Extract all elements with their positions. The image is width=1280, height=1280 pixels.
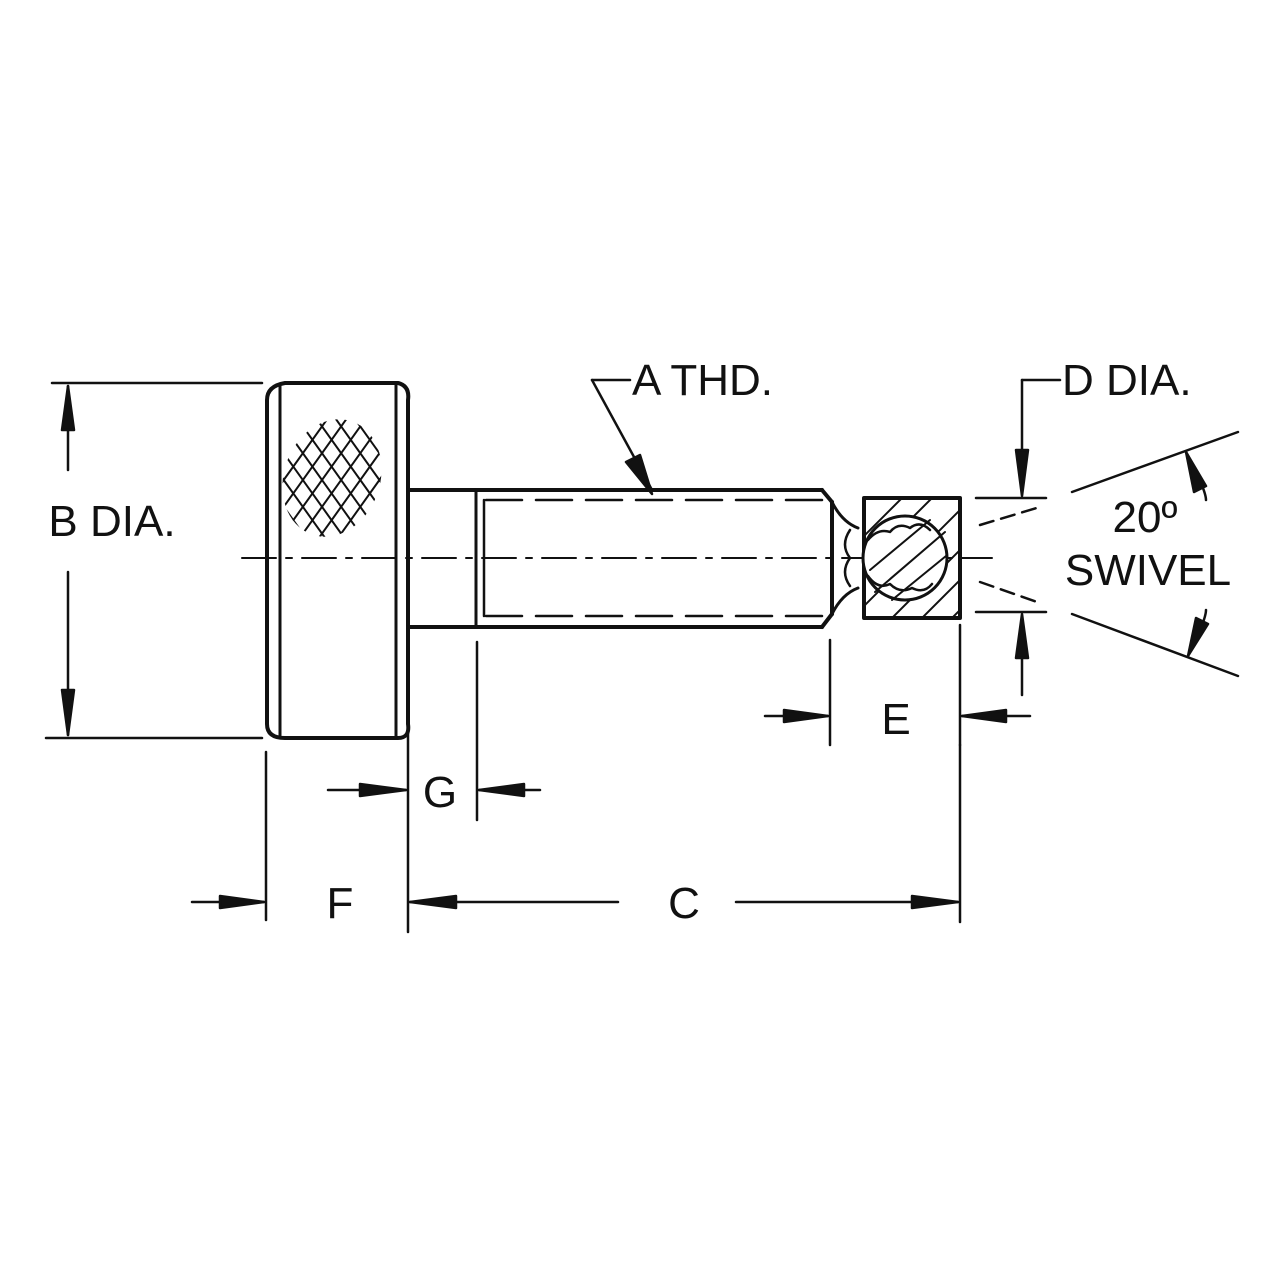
dimension-c <box>408 743 962 924</box>
swivel-angle <box>978 430 1240 678</box>
label-swivel-angle: 20º <box>1112 493 1177 542</box>
leader-a-thread <box>590 378 654 496</box>
label-b-dia: B DIA. <box>48 497 175 546</box>
knurled-head <box>265 381 411 740</box>
swivel-pad <box>861 496 962 620</box>
label-g: G <box>423 768 457 817</box>
dimension-g <box>326 640 542 934</box>
label-swivel-word: SWIVEL <box>1065 546 1231 595</box>
knurl-pattern <box>266 405 398 551</box>
label-c: C <box>668 879 700 928</box>
dimension-d <box>974 378 1062 697</box>
label-e: E <box>881 695 910 744</box>
label-f: F <box>327 879 354 928</box>
dimension-b <box>44 381 264 740</box>
dimension-e <box>763 623 1032 747</box>
shank-neck <box>406 488 478 629</box>
dimension-f <box>190 750 268 922</box>
ball-neck <box>830 500 860 616</box>
label-a-thread: A THD. <box>632 356 773 405</box>
label-d-dia: D DIA. <box>1062 356 1192 405</box>
